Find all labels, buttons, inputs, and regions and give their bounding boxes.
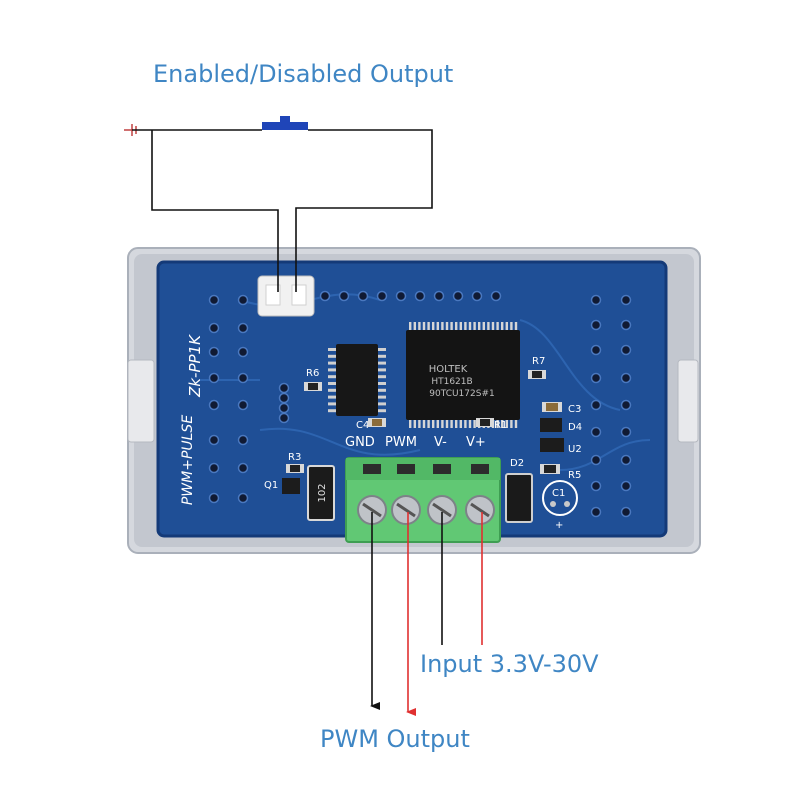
- label-u2: U2: [568, 444, 582, 455]
- label-c1: C1: [552, 488, 565, 499]
- terminal-labels: GND PWM V- V+: [345, 435, 486, 450]
- label-q1: Q1: [264, 480, 278, 491]
- label-r7: R7: [532, 356, 545, 367]
- label-plus: +: [555, 520, 563, 531]
- jst-connector: [257, 275, 315, 317]
- smd-components: 102: [282, 370, 578, 523]
- label-r5: R5: [568, 470, 581, 481]
- label-r3: R3: [288, 452, 301, 463]
- label-r1: R1: [494, 420, 507, 431]
- input-voltage-label: Input 3.3V-30V: [420, 650, 599, 678]
- resistor-code-label: 102: [317, 483, 328, 502]
- board-model-label: Zk-PP1K: [186, 334, 204, 398]
- label-r6: R6: [306, 368, 319, 379]
- push-button-switch-icon: [262, 116, 308, 130]
- board-type-label: PWM+PULSE: [180, 415, 196, 505]
- chip-brand-label: HOLTEK: [429, 364, 468, 375]
- pwm-output-label: PWM Output: [320, 725, 470, 753]
- silkscreen-labels: R6 R7 C4 R1 C3 D4 U2 R5 D2 R3 Q1 C1 +: [264, 356, 582, 531]
- pcb-holes: [208, 290, 632, 518]
- chip-part-label: HT1621B: [431, 377, 472, 387]
- enable-disable-output-label: Enabled/Disabled Output: [153, 60, 454, 88]
- terminal-label-vplus: V+: [466, 435, 486, 450]
- chip-code-label: 90TCU172S#1: [429, 389, 494, 399]
- terminal-label-gnd: GND: [345, 435, 375, 450]
- terminal-block: [345, 457, 501, 543]
- terminal-wires: [370, 512, 483, 716]
- label-d4: D4: [568, 422, 582, 433]
- label-d2: D2: [510, 458, 524, 469]
- label-c3: C3: [568, 404, 581, 415]
- small-ic: [328, 344, 386, 416]
- terminal-label-pwm: PWM: [385, 435, 417, 450]
- main-chip: HOLTEK HT1621B 90TCU172S#1: [406, 322, 520, 428]
- terminal-label-vminus: V-: [434, 435, 447, 450]
- label-c4: C4: [356, 420, 369, 431]
- switch-wires: [132, 129, 433, 292]
